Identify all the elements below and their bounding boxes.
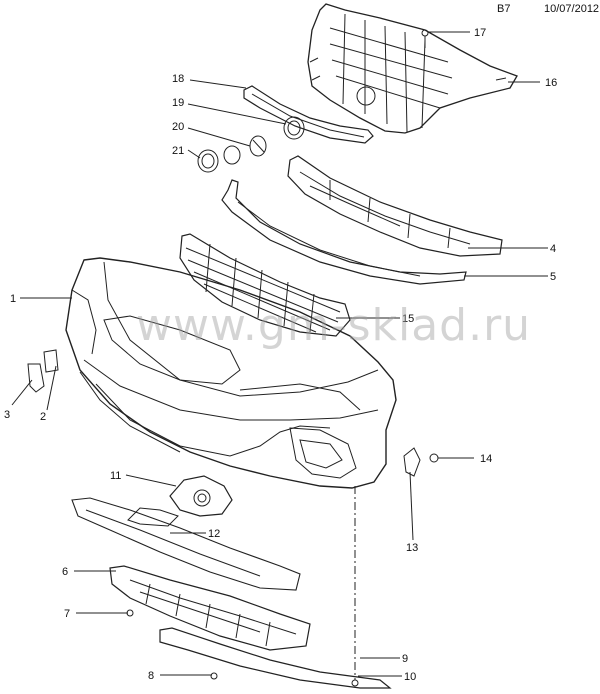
emblem-ring — [283, 116, 305, 140]
upper-grille — [307, 3, 518, 134]
grille-trim-bar — [243, 85, 374, 144]
callout-7: 7 — [64, 608, 70, 620]
emblem-backing — [197, 145, 241, 173]
callout-15: 15 — [402, 313, 414, 325]
callout-13: 13 — [406, 542, 418, 554]
callout-8: 8 — [148, 670, 154, 682]
lower-grille — [179, 233, 351, 337]
callout-14: 14 — [480, 453, 492, 465]
fog-lamp-trim — [127, 507, 179, 527]
fog-lamp-bezel — [169, 475, 233, 517]
callout-4: 4 — [550, 243, 556, 255]
callout-21: 21 — [172, 145, 184, 157]
callout-labels: 1 2 3 4 5 6 7 8 9 10 11 12 13 14 15 16 1… — [4, 27, 557, 683]
lower-spoiler — [159, 627, 392, 689]
emblem — [249, 135, 267, 157]
diagram-date: 10/07/2012 — [544, 3, 600, 15]
callout-10: 10 — [404, 671, 416, 683]
tow-hook-covers — [27, 349, 59, 393]
callout-9: 9 — [402, 653, 408, 665]
callout-1: 1 — [10, 293, 16, 305]
callout-16: 16 — [545, 77, 557, 89]
watermark: www.gm-sklad.ru — [136, 300, 532, 351]
side-bracket — [403, 447, 446, 477]
callout-17: 17 — [474, 27, 486, 39]
callout-20: 20 — [172, 121, 184, 133]
energy-absorber — [287, 155, 503, 257]
front-bumper — [65, 257, 397, 489]
screw-17 — [421, 29, 429, 48]
leader-lines — [11, 31, 548, 677]
callout-6: 6 — [62, 566, 68, 578]
diagram-code: B7 — [497, 3, 511, 15]
callout-5: 5 — [550, 271, 556, 283]
engine-undertray — [109, 565, 311, 651]
callout-19: 19 — [172, 97, 184, 109]
lower-deflector — [71, 497, 301, 591]
callout-12: 12 — [208, 528, 220, 540]
callout-11: 11 — [110, 470, 121, 482]
callout-2: 2 — [40, 411, 46, 423]
callout-18: 18 — [172, 73, 184, 85]
callout-3: 3 — [4, 409, 10, 421]
